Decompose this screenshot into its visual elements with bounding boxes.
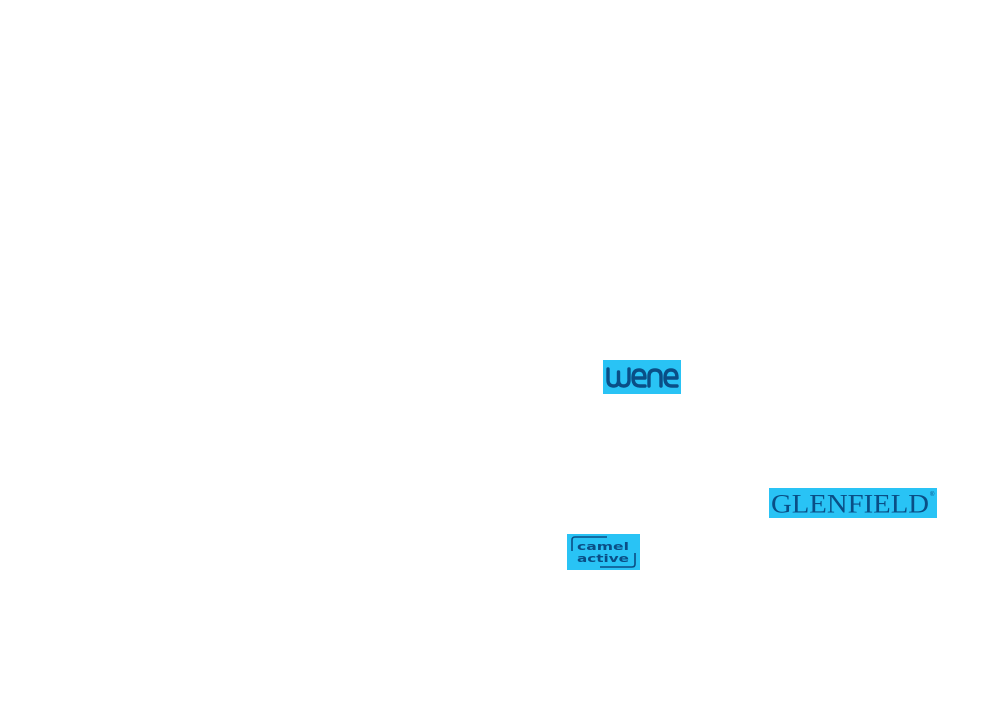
svg-text:®: ®	[930, 491, 935, 498]
brand-logo-glenfield[interactable]: GLENFIELD ®	[769, 488, 937, 518]
brand-logo-wene[interactable]	[603, 360, 681, 394]
svg-text:GLENFIELD: GLENFIELD	[771, 490, 929, 519]
brand-logo-camel-active[interactable]: camel active	[567, 534, 640, 570]
svg-text:active: active	[577, 552, 629, 565]
wene-logo-graphic	[603, 360, 681, 394]
camel-active-logo-graphic: camel active	[567, 534, 640, 570]
svg-text:camel: camel	[577, 540, 629, 553]
glenfield-logo-graphic: GLENFIELD ®	[769, 488, 937, 518]
